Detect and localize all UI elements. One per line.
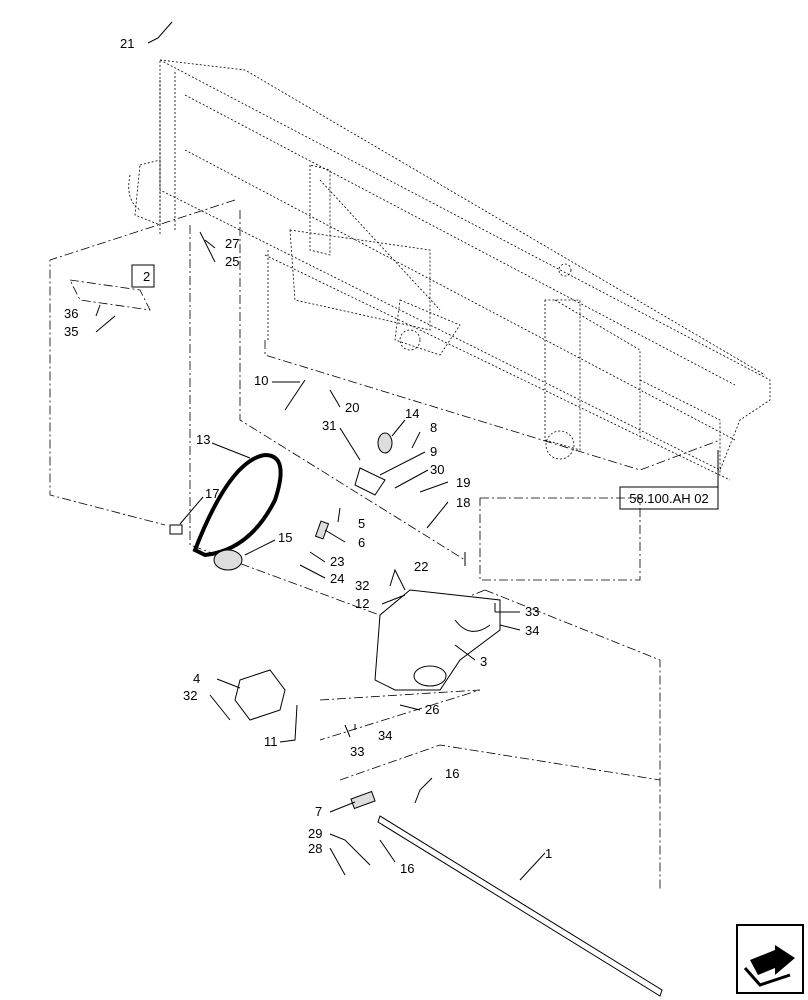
part-2-box bbox=[131, 264, 155, 288]
callout-7: 7 bbox=[315, 804, 322, 819]
callout-11: 11 bbox=[264, 734, 278, 749]
callout-17: 17 bbox=[205, 486, 219, 501]
callout-34a: 34 bbox=[525, 623, 539, 638]
callout-18: 18 bbox=[456, 495, 470, 510]
callout-14: 14 bbox=[405, 406, 419, 421]
callout-8: 8 bbox=[430, 420, 437, 435]
callout-1: 1 bbox=[545, 846, 552, 861]
callout-20: 20 bbox=[345, 400, 359, 415]
callout-34b: 34 bbox=[378, 728, 392, 743]
callout-19: 19 bbox=[456, 475, 470, 490]
part-14-sprocket bbox=[377, 432, 393, 454]
part-4-guard bbox=[234, 669, 286, 721]
callouts: 21 27 25 2 36 35 10 20 14 31 8 13 9 30 1… bbox=[64, 36, 552, 876]
header-frame bbox=[128, 59, 771, 481]
callout-32b: 32 bbox=[183, 688, 197, 703]
callout-10: 10 bbox=[254, 373, 268, 388]
part-15-sprocket bbox=[213, 549, 243, 571]
callout-5: 5 bbox=[358, 516, 365, 531]
leader-lines bbox=[95, 21, 546, 881]
callout-12: 12 bbox=[355, 596, 369, 611]
callout-9: 9 bbox=[430, 444, 437, 459]
next-page-arrow-icon[interactable] bbox=[736, 924, 804, 994]
callout-33a: 33 bbox=[525, 604, 539, 619]
reference-box[interactable]: 58.100.AH 02 bbox=[619, 450, 719, 510]
callout-36: 36 bbox=[64, 306, 78, 321]
callout-3: 3 bbox=[480, 654, 487, 669]
part-13-chain bbox=[192, 452, 283, 558]
callout-26: 26 bbox=[425, 702, 439, 717]
callout-35: 35 bbox=[64, 324, 78, 339]
callout-22: 22 bbox=[414, 559, 428, 574]
callout-21: 21 bbox=[120, 36, 134, 51]
part-10-pin bbox=[284, 379, 306, 411]
reference-label: 58.100.AH 02 bbox=[629, 491, 709, 506]
callout-6: 6 bbox=[358, 535, 365, 550]
part-17-bushing bbox=[169, 524, 183, 535]
part-1-shaft bbox=[377, 815, 663, 997]
callout-31: 31 bbox=[322, 418, 336, 433]
callout-32a: 32 bbox=[355, 578, 369, 593]
callout-15: 15 bbox=[278, 530, 292, 545]
callout-24: 24 bbox=[330, 571, 344, 586]
callout-29: 29 bbox=[308, 826, 322, 841]
callout-25: 25 bbox=[225, 254, 239, 269]
part-9-tensioner bbox=[354, 467, 386, 496]
callout-13: 13 bbox=[196, 432, 210, 447]
callout-30: 30 bbox=[430, 462, 444, 477]
part-7-spring bbox=[350, 790, 376, 810]
callout-33b: 33 bbox=[350, 744, 364, 759]
callout-28: 28 bbox=[308, 841, 322, 856]
callout-4: 4 bbox=[193, 671, 200, 686]
part-6-spring bbox=[314, 520, 330, 540]
callout-2: 2 bbox=[143, 269, 150, 284]
part-3-housing bbox=[374, 589, 501, 691]
callout-27: 27 bbox=[225, 236, 239, 251]
callout-23: 23 bbox=[330, 554, 344, 569]
assembly-lines bbox=[49, 199, 721, 890]
callout-16a: 16 bbox=[445, 766, 459, 781]
callout-16b: 16 bbox=[400, 861, 414, 876]
